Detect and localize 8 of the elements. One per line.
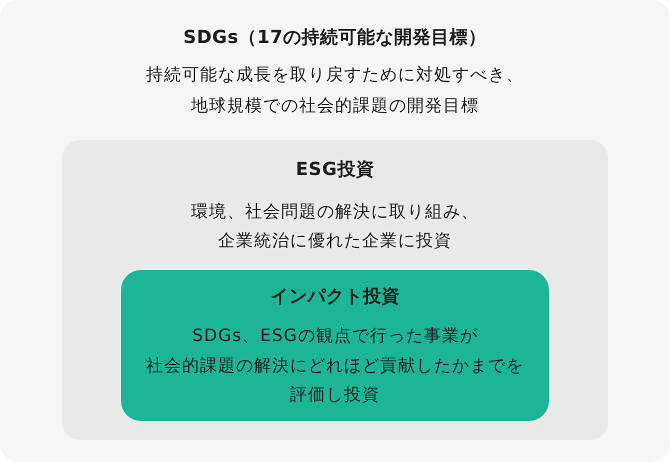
panel-description: 持続可能な成長を取り戻すために対処すべき、地球規模での社会的課題の開発目標 [145, 64, 525, 118]
panel-description: SDGs、ESGの観点で行った事業が社会的課題の解決にどれほど貢献したかまでを評価し投資 [145, 325, 525, 407]
inner-panel [62, 140, 608, 440]
panel-heading: インパクト投資 [269, 285, 401, 309]
panel-description: 環境、社会問題の解決に取り組み、企業統治に優れた企業に投資 [190, 201, 480, 253]
panel-heading: SDGs（17の持続可能な開発目標） [182, 26, 488, 50]
panel-heading: ESG投資 [294, 158, 376, 182]
highlight-panel [121, 270, 549, 421]
